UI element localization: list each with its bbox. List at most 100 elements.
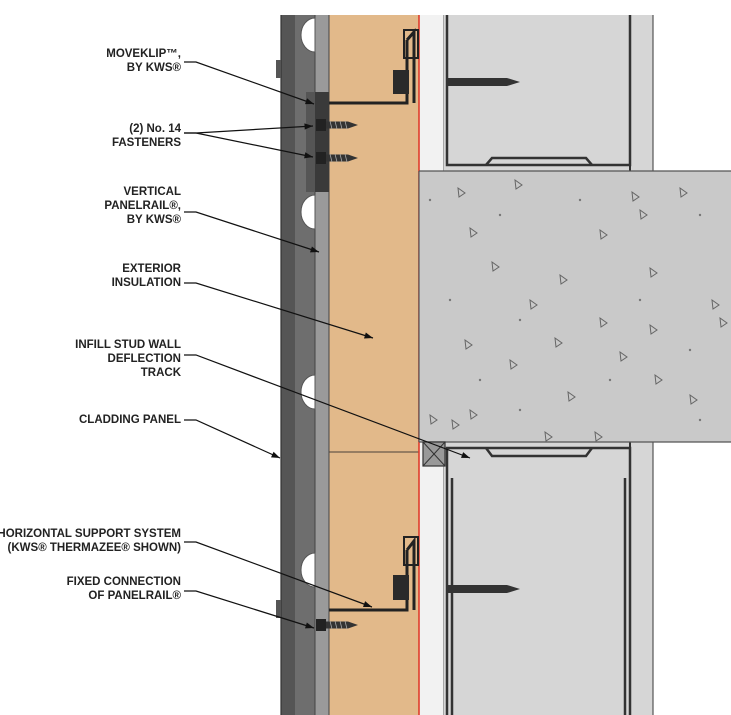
panelrail-slot [300,374,316,410]
aggregate-dot [428,198,432,202]
aggregate-mark [429,413,438,425]
leader-line [184,61,315,105]
leader-arrowhead [305,622,314,629]
leader-line [184,211,320,253]
aggregate-mark [639,208,648,220]
callout-line: FIXED CONNECTION [66,576,181,588]
panelrail-slot [300,17,316,53]
aggregate-mark [719,316,728,328]
aggregate-mark [594,430,603,442]
aggregate-mark [711,298,720,310]
concrete-aggregate [428,178,728,442]
leader-line [184,282,374,339]
aggregate-dot [518,318,522,322]
leader-arrowhead [304,152,313,159]
leader-arrowhead [310,246,319,253]
upper-stud-screw [447,78,520,86]
lower-stud-screw [447,585,520,593]
aggregate-dot [688,348,692,352]
aggregate-mark [491,260,500,272]
aggregate-dot [518,408,522,412]
callout-line: (2) No. 14 [129,123,181,135]
aggregate-mark [554,336,563,348]
aggregate-mark [567,390,576,402]
callout-fasteners: (2) No. 14 FASTENERS [112,122,181,150]
aggregate-mark [599,228,608,240]
callout-moveklip: MOVEKLIP™, BY KWS® [106,47,181,75]
aggregate-mark [679,186,688,198]
leader-arrowhead [271,451,280,458]
leader-arrowhead [364,332,373,339]
callout-line: MOVEKLIP™, [106,48,181,60]
fastener [316,152,358,164]
callout-deflection-track: INFILL STUD WALL DEFLECTION TRACK [75,338,181,380]
panelrail-slot [300,194,316,230]
callout-line: FASTENERS [111,137,181,149]
upper-clip [403,29,419,59]
lower-support-bracket [329,536,416,612]
aggregate-mark [599,316,608,328]
aggregate-mark [689,393,698,405]
aggregate-mark [469,408,478,420]
cladding-tab [276,60,281,78]
concrete-slab [419,171,731,442]
callout-line: CLADDING PANEL [78,414,181,426]
aggregate-dot [698,213,702,217]
panelrail-slots [300,17,316,588]
aggregate-mark [464,338,473,350]
leader-line [184,132,314,158]
upper-stud-track [445,15,632,167]
leader-line [184,419,281,459]
callout-line: PANELRAIL®, [104,200,181,212]
aggregate-dot [478,378,482,382]
aggregate-dot [448,298,452,302]
cladding-tab [276,600,281,618]
leader-arrowhead [363,601,372,607]
aggregate-mark [649,266,658,278]
leader-line [184,354,471,459]
aggregate-dot [578,198,582,202]
aggregate-mark [451,418,460,430]
callout-line: BY KWS® [126,214,181,226]
callout-vertical-panelrail: VERTICAL PANELRAIL®, BY KWS® [104,185,181,227]
aggregate-dot [638,298,642,302]
callout-line: INFILL STUD WALL [75,339,181,351]
aggregate-mark [469,226,478,238]
callout-cladding-panel: CLADDING PANEL [79,413,181,427]
aggregate-mark [509,358,518,370]
callout-fixed-connection: FIXED CONNECTION OF PANELRAIL® [67,575,181,603]
callout-exterior-insulation: EXTERIOR INSULATION [112,262,181,290]
aggregate-mark [457,186,466,198]
aggregate-mark [559,273,568,285]
leader-line [184,541,373,608]
lower-clip [403,536,419,566]
aggregate-mark [631,190,640,202]
callout-line: HORIZONTAL SUPPORT SYSTEM [0,528,181,540]
callout-line: DEFLECTION [107,353,181,365]
aggregate-dot [498,213,502,217]
leader-lines [184,61,471,629]
callout-line: TRACK [140,367,181,379]
aggregate-mark [654,373,663,385]
leader-arrowhead [304,123,313,130]
fastener [316,619,358,631]
leader-arrowhead [305,98,314,105]
aggregate-dot [698,418,702,422]
callout-line: VERTICAL [123,186,182,198]
cladding-panel-outer [281,15,295,715]
callout-line: INSULATION [111,277,181,289]
aggregate-mark [529,298,538,310]
callout-line: BY KWS® [126,62,181,74]
aggregate-dot [608,378,612,382]
leader-line [184,590,315,629]
aggregate-mark [544,430,553,442]
aggregate-mark [514,178,523,190]
aggregate-mark [649,323,658,335]
fastener-group [316,119,358,631]
moveklip-plate [315,92,329,192]
upper-support-bracket [329,28,416,105]
moveklip-back [306,92,315,192]
callout-horizontal-support: HORIZONTAL SUPPORT SYSTEM (KWS® THERMAZE… [0,527,181,555]
